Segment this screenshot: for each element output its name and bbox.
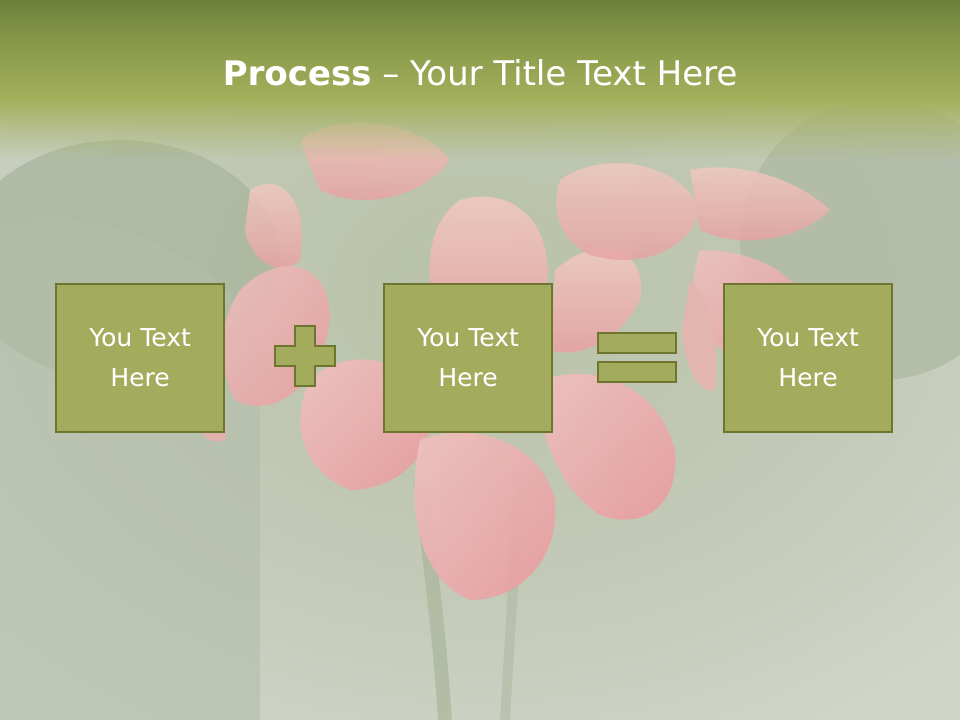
equals-icon <box>597 332 677 383</box>
process-box-3-line2: Here <box>778 363 838 392</box>
slide-title: Process – Your Title Text Here <box>0 52 960 96</box>
process-box-1-text: You Text Here <box>65 318 215 398</box>
process-box-3[interactable]: You Text Here <box>723 283 893 433</box>
process-box-1-line1: You Text <box>89 323 191 352</box>
process-box-3-text: You Text Here <box>733 318 883 398</box>
title-bold-text: Process <box>222 54 372 94</box>
process-box-1-line2: Here <box>110 363 170 392</box>
title-band <box>0 0 960 160</box>
process-box-2-text: You Text Here <box>393 318 543 398</box>
process-box-1[interactable]: You Text Here <box>55 283 225 433</box>
plus-icon <box>274 325 336 387</box>
process-box-2-line1: You Text <box>417 323 519 352</box>
process-box-2-line2: Here <box>438 363 498 392</box>
title-rest-text: – Your Title Text Here <box>371 54 738 94</box>
process-box-2[interactable]: You Text Here <box>383 283 553 433</box>
process-box-3-line1: You Text <box>757 323 859 352</box>
